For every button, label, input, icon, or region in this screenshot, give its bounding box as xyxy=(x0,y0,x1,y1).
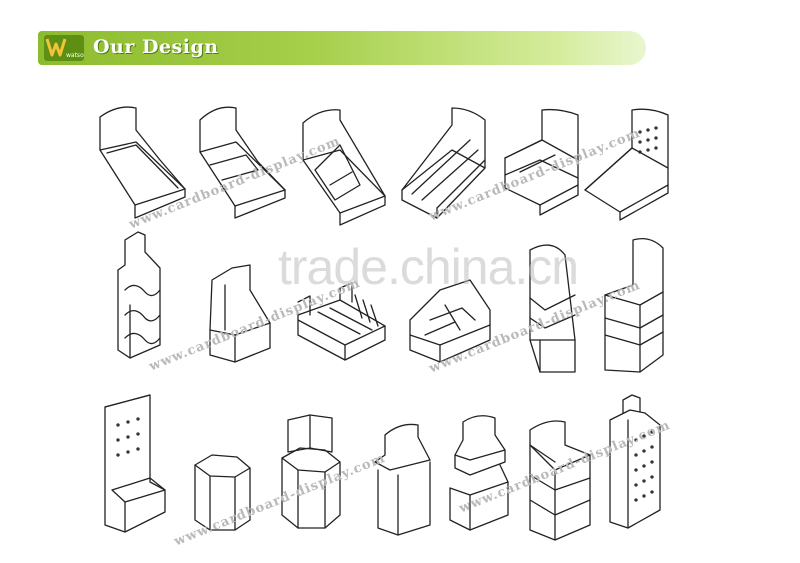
watson-logo: watson xyxy=(44,35,84,61)
header-banner xyxy=(38,31,646,65)
tray-on-base-display xyxy=(374,423,431,536)
open-bin-display xyxy=(209,264,271,363)
wave-shelf-floor-display xyxy=(117,231,161,359)
svg-text:watson: watson xyxy=(66,52,84,59)
multi-slot-tray-display xyxy=(297,282,386,361)
counter-divided-tray-display xyxy=(199,106,286,219)
hexagon-header-bin xyxy=(281,414,341,529)
watermark-site: trade.china.cn xyxy=(278,239,579,295)
two-tray-floor-display xyxy=(449,415,509,531)
three-tray-floor-display xyxy=(529,420,591,541)
three-shelf-floor-display xyxy=(604,237,664,373)
counter-peg-display xyxy=(584,108,669,221)
pegboard-shelf-display xyxy=(104,394,166,533)
angled-shelf-floor-display xyxy=(529,244,576,373)
counter-diagonal-divider-display xyxy=(302,109,386,226)
grid-compartment-tray-display xyxy=(409,279,491,363)
hexagon-dump-bin xyxy=(194,454,251,531)
counter-tray-display xyxy=(99,106,186,219)
counter-two-tier-display xyxy=(504,108,579,216)
tall-pegboard-floor-display xyxy=(609,394,661,529)
page-title: Our Design xyxy=(93,36,219,58)
counter-angled-divider-display xyxy=(401,107,486,219)
